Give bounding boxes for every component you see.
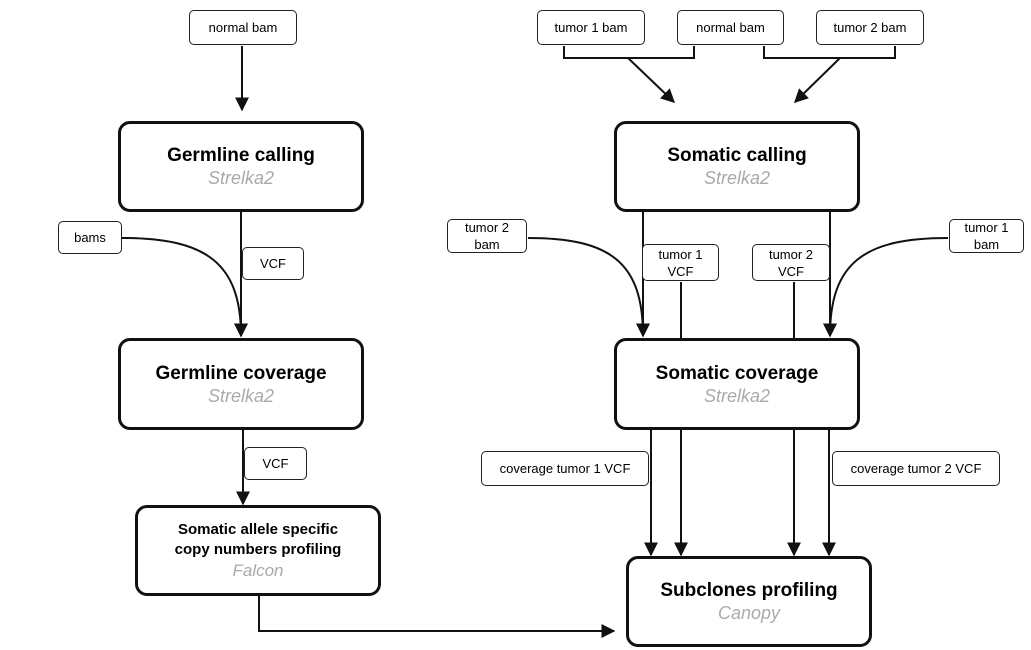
step-tool: Strelka2 <box>703 168 771 188</box>
edge-label-tumor2-vcf: tumor 2 VCF <box>752 244 830 281</box>
edge-label-vcf-2: VCF <box>244 447 307 480</box>
step-germline-calling: Germline calling Strelka2 <box>118 121 364 212</box>
edge-label-vcf-1: VCF <box>242 247 304 280</box>
arrow-ascn-to-subclones <box>258 596 616 638</box>
input-tumor1-bam-side: tumor 1 bam <box>949 219 1024 253</box>
input-tumor2-bam-side: tumor 2 bam <box>447 219 527 253</box>
step-title: Germline calling <box>167 145 315 166</box>
input-tumor1-bam-top: tumor 1 bam <box>537 10 645 45</box>
arrow-bracket-right-to-somatic-calling <box>793 57 841 103</box>
input-tumor2-bam-top: tumor 2 bam <box>816 10 924 45</box>
step-tool: Strelka2 <box>207 168 275 188</box>
arrow-bams-to-germline-coverage <box>121 237 248 338</box>
step-germline-coverage: Germline coverage Strelka2 <box>118 338 364 430</box>
bracket-tumor2-bam <box>763 46 896 59</box>
step-tool: Strelka2 <box>703 385 771 406</box>
arrow-bracket-left-to-somatic-calling <box>627 57 676 103</box>
edge-label-coverage-tumor1-vcf: coverage tumor 1 VCF <box>481 451 649 486</box>
input-bams: bams <box>58 221 122 254</box>
step-title: Somatic coverage <box>655 362 819 384</box>
step-title: Somatic allele specific copy numbers pro… <box>174 520 342 558</box>
edge-label-tumor1-vcf: tumor 1 VCF <box>642 244 719 281</box>
step-title: Subclones profiling <box>660 580 838 601</box>
input-normal-bam-left: normal bam <box>189 10 297 45</box>
step-tool: Canopy <box>717 603 781 623</box>
step-subclones-profiling: Subclones profiling Canopy <box>626 556 872 647</box>
input-normal-bam-top: normal bam <box>677 10 784 45</box>
arrow-tumor2-bam-to-somatic-coverage <box>527 237 650 338</box>
step-title: Germline coverage <box>155 362 327 384</box>
step-ascn-profiling: Somatic allele specific copy numbers pro… <box>135 505 381 596</box>
step-somatic-calling: Somatic calling Strelka2 <box>614 121 860 212</box>
bracket-tumor1-bam <box>563 46 695 59</box>
arrow-tumor1-bam-to-somatic-coverage <box>823 237 949 338</box>
step-somatic-coverage: Somatic coverage Strelka2 <box>614 338 860 430</box>
step-title: Somatic calling <box>667 145 807 166</box>
step-tool: Falcon <box>232 560 284 580</box>
step-tool: Strelka2 <box>207 385 275 406</box>
edge-label-coverage-tumor2-vcf: coverage tumor 2 VCF <box>832 451 1000 486</box>
